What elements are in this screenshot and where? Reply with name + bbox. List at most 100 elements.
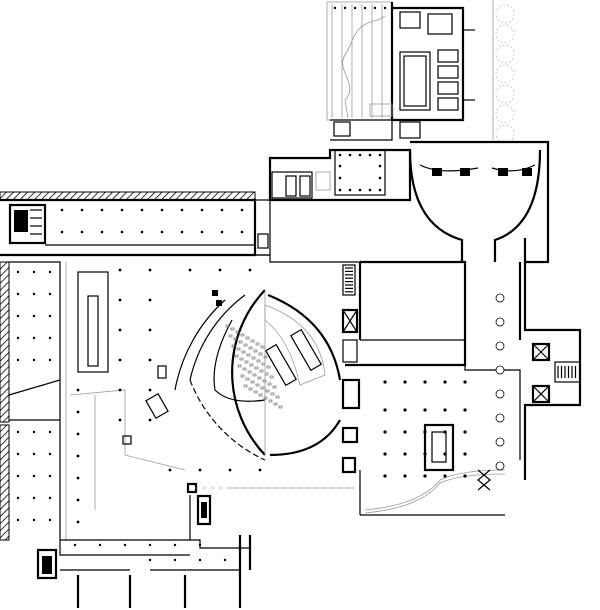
column <box>120 208 124 212</box>
column <box>48 518 52 522</box>
column <box>338 164 342 168</box>
column <box>338 188 342 192</box>
column <box>148 388 152 392</box>
column <box>463 408 467 412</box>
column <box>148 328 152 332</box>
column <box>348 153 352 157</box>
column <box>100 208 104 212</box>
seat <box>239 357 244 361</box>
seat <box>259 369 264 373</box>
east-upper-hall <box>408 140 550 264</box>
seat <box>252 373 257 377</box>
column <box>160 230 164 234</box>
column <box>463 430 467 434</box>
column <box>16 452 20 456</box>
seat <box>269 375 274 379</box>
column <box>60 230 64 234</box>
column <box>16 496 20 500</box>
south-entrance <box>36 535 252 608</box>
column <box>338 153 342 157</box>
column <box>423 474 427 478</box>
column <box>403 430 407 434</box>
column <box>443 452 447 456</box>
seat <box>258 393 263 397</box>
seat <box>268 399 273 403</box>
seat <box>230 327 235 331</box>
round-column <box>495 293 505 303</box>
west-gallery <box>0 191 271 257</box>
column <box>16 336 20 340</box>
column <box>118 328 122 332</box>
seat <box>243 384 248 388</box>
column <box>48 452 52 456</box>
column <box>118 298 122 302</box>
column <box>16 430 20 434</box>
column <box>463 380 467 384</box>
column <box>118 268 122 272</box>
column <box>198 468 202 472</box>
seat <box>233 337 238 341</box>
column <box>148 358 152 362</box>
column <box>443 408 447 412</box>
column <box>353 6 357 10</box>
column <box>463 474 467 478</box>
column <box>76 476 80 480</box>
seat <box>255 383 260 387</box>
column <box>363 6 367 10</box>
seat <box>255 342 260 346</box>
seat <box>272 385 277 389</box>
column <box>76 498 80 502</box>
column <box>32 474 36 478</box>
column <box>16 358 20 362</box>
column <box>98 543 102 547</box>
column <box>180 208 184 212</box>
column <box>198 543 202 547</box>
seat <box>228 334 233 338</box>
column <box>443 474 447 478</box>
seat <box>240 333 245 337</box>
column <box>123 543 127 547</box>
main-hall <box>60 254 360 549</box>
column <box>76 410 80 414</box>
column <box>76 520 80 524</box>
column <box>120 230 124 234</box>
column <box>368 153 372 157</box>
seat <box>253 390 258 394</box>
seat <box>249 363 254 367</box>
column <box>358 188 362 192</box>
seat <box>244 360 249 364</box>
tree <box>495 104 515 124</box>
seat <box>237 364 242 368</box>
column <box>48 358 52 362</box>
column <box>383 6 387 10</box>
seat <box>248 346 253 350</box>
column <box>180 230 184 234</box>
column <box>140 208 144 212</box>
column <box>403 474 407 478</box>
column <box>118 418 122 422</box>
column <box>48 474 52 478</box>
column <box>378 164 382 168</box>
seat <box>247 370 252 374</box>
left-hall <box>0 261 67 541</box>
column <box>218 268 222 272</box>
column <box>378 153 382 157</box>
column <box>343 6 347 10</box>
column <box>443 430 447 434</box>
column <box>338 176 342 180</box>
seat <box>253 349 258 353</box>
column <box>32 358 36 362</box>
service-rooms <box>341 260 467 474</box>
column <box>198 558 202 562</box>
column <box>76 454 80 458</box>
column <box>32 518 36 522</box>
column <box>48 430 52 434</box>
column <box>373 6 377 10</box>
column <box>80 230 84 234</box>
column <box>173 543 177 547</box>
seat <box>250 380 255 384</box>
courtyard-pavilion <box>268 148 412 202</box>
column <box>168 468 172 472</box>
seat <box>242 367 247 371</box>
